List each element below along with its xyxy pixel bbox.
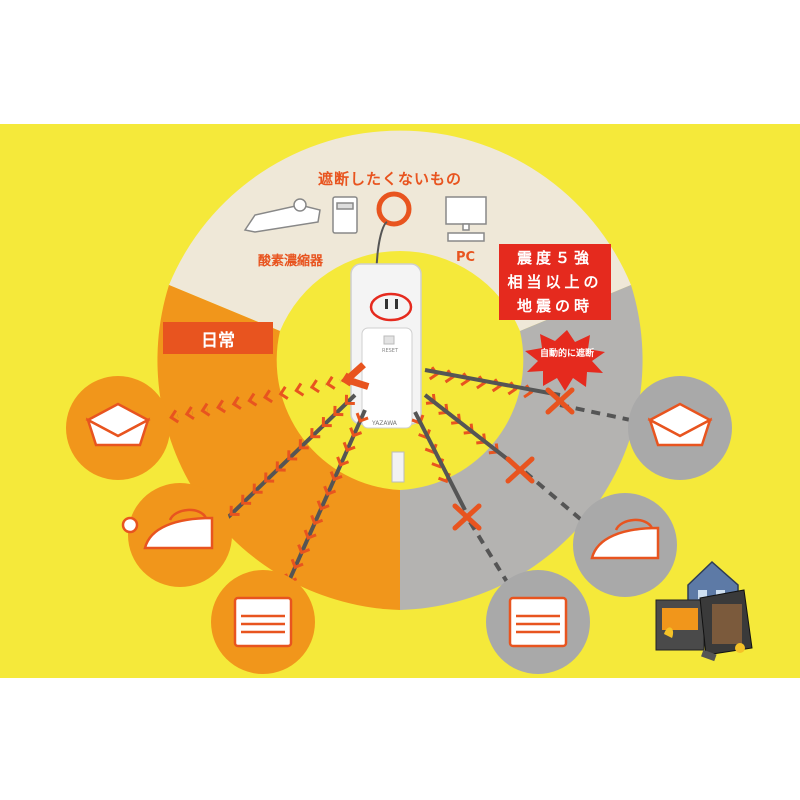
cross-icon xyxy=(545,387,575,415)
arrow-chevron xyxy=(310,428,321,439)
arrow-chevron xyxy=(355,412,369,423)
earthquake-lines xyxy=(413,368,641,592)
appliance-earthquake-iron xyxy=(573,493,677,597)
arrow-chevron xyxy=(287,450,298,461)
line-earthquake-heater xyxy=(424,368,561,397)
stove-icon xyxy=(508,596,568,648)
arrow-chevron xyxy=(349,427,363,438)
device-reset-label: RESET xyxy=(382,348,399,354)
arrow-chevron xyxy=(252,483,263,494)
burst-shape xyxy=(525,330,605,391)
arrow-chevron xyxy=(321,417,332,428)
line-earthquake-stove-dashed xyxy=(468,520,514,592)
earthquake-line-3: 地震の時 xyxy=(516,297,593,315)
cross-marks xyxy=(452,387,575,531)
arrow-chevron xyxy=(309,379,320,394)
appliance-normal-heater xyxy=(66,376,170,480)
device-brand-label: YAZAWA xyxy=(372,420,397,427)
arrow-chevron xyxy=(344,394,355,405)
arrow-chevron xyxy=(290,558,304,570)
arrow-chevron xyxy=(325,375,336,390)
cross-icon xyxy=(505,456,535,484)
arrow-chevron xyxy=(341,372,352,387)
arrow-chevron xyxy=(241,494,252,505)
line-earthquake-heater-dashed xyxy=(559,403,641,424)
arrow-chevron xyxy=(323,485,337,497)
line-earthquake-iron xyxy=(423,393,517,467)
ring-marker-icon xyxy=(376,191,412,227)
cross-icon xyxy=(452,503,482,531)
pc-label: PC xyxy=(456,250,476,265)
auto-shutoff-label: 自動的に遮断 xyxy=(539,349,594,359)
arrow-chevron xyxy=(200,402,211,417)
arrow-chevron xyxy=(231,396,242,410)
arrow-chevron xyxy=(329,470,343,482)
normal-label-box: 日常 xyxy=(163,322,273,354)
normal-label: 日常 xyxy=(201,330,235,351)
earthquake-label-box: 震度５強 相当以上の 地震の時 xyxy=(499,244,611,320)
arrow-chevron xyxy=(316,500,330,511)
appliance-normal-iron xyxy=(121,483,232,587)
heater-icon xyxy=(647,402,713,447)
arrow-chevron xyxy=(294,382,305,397)
arrow-chevron xyxy=(262,389,273,404)
arrow-chevron xyxy=(216,399,227,414)
arrow-chevron xyxy=(229,505,240,516)
oxygen-concentrator-label: 酸素濃縮器 xyxy=(258,254,324,269)
arrow-chevron xyxy=(297,544,311,555)
arrow-chevron xyxy=(184,406,195,420)
line-earthquake-iron-dashed xyxy=(523,470,587,525)
arrow-chevron xyxy=(342,441,356,453)
arrow-chevron xyxy=(310,514,324,526)
earthquake-line-2: 相当以上の xyxy=(507,273,603,291)
appliance-earthquake-stove xyxy=(486,570,590,674)
collapsed-house-icon xyxy=(655,560,753,662)
stove-icon xyxy=(233,596,293,648)
pc-icon xyxy=(445,196,487,242)
arrow-chevron xyxy=(247,392,258,407)
oxygen-concentrator-icon xyxy=(243,196,358,234)
arrow-chevron xyxy=(278,386,289,400)
arrow-normal-stove xyxy=(283,409,367,591)
arrow-chevron xyxy=(275,461,286,472)
appliance-normal-stove xyxy=(211,570,315,674)
arrow-chevron xyxy=(333,405,344,417)
heater-icon xyxy=(85,402,151,447)
arrow-chevron xyxy=(336,456,350,467)
arrow-chevron xyxy=(303,529,317,540)
arrow-chevron xyxy=(264,472,275,483)
appliance-earthquake-heater xyxy=(628,376,732,480)
arrow-chevron xyxy=(169,409,180,424)
protected-title: 遮断したくないもの xyxy=(318,170,463,188)
line-earthquake-stove xyxy=(413,411,467,511)
earthquake-line-1: 震度５強 xyxy=(516,249,593,267)
iron-icon xyxy=(121,508,214,550)
arrow-chevron xyxy=(298,439,309,450)
iron-icon xyxy=(590,518,660,560)
